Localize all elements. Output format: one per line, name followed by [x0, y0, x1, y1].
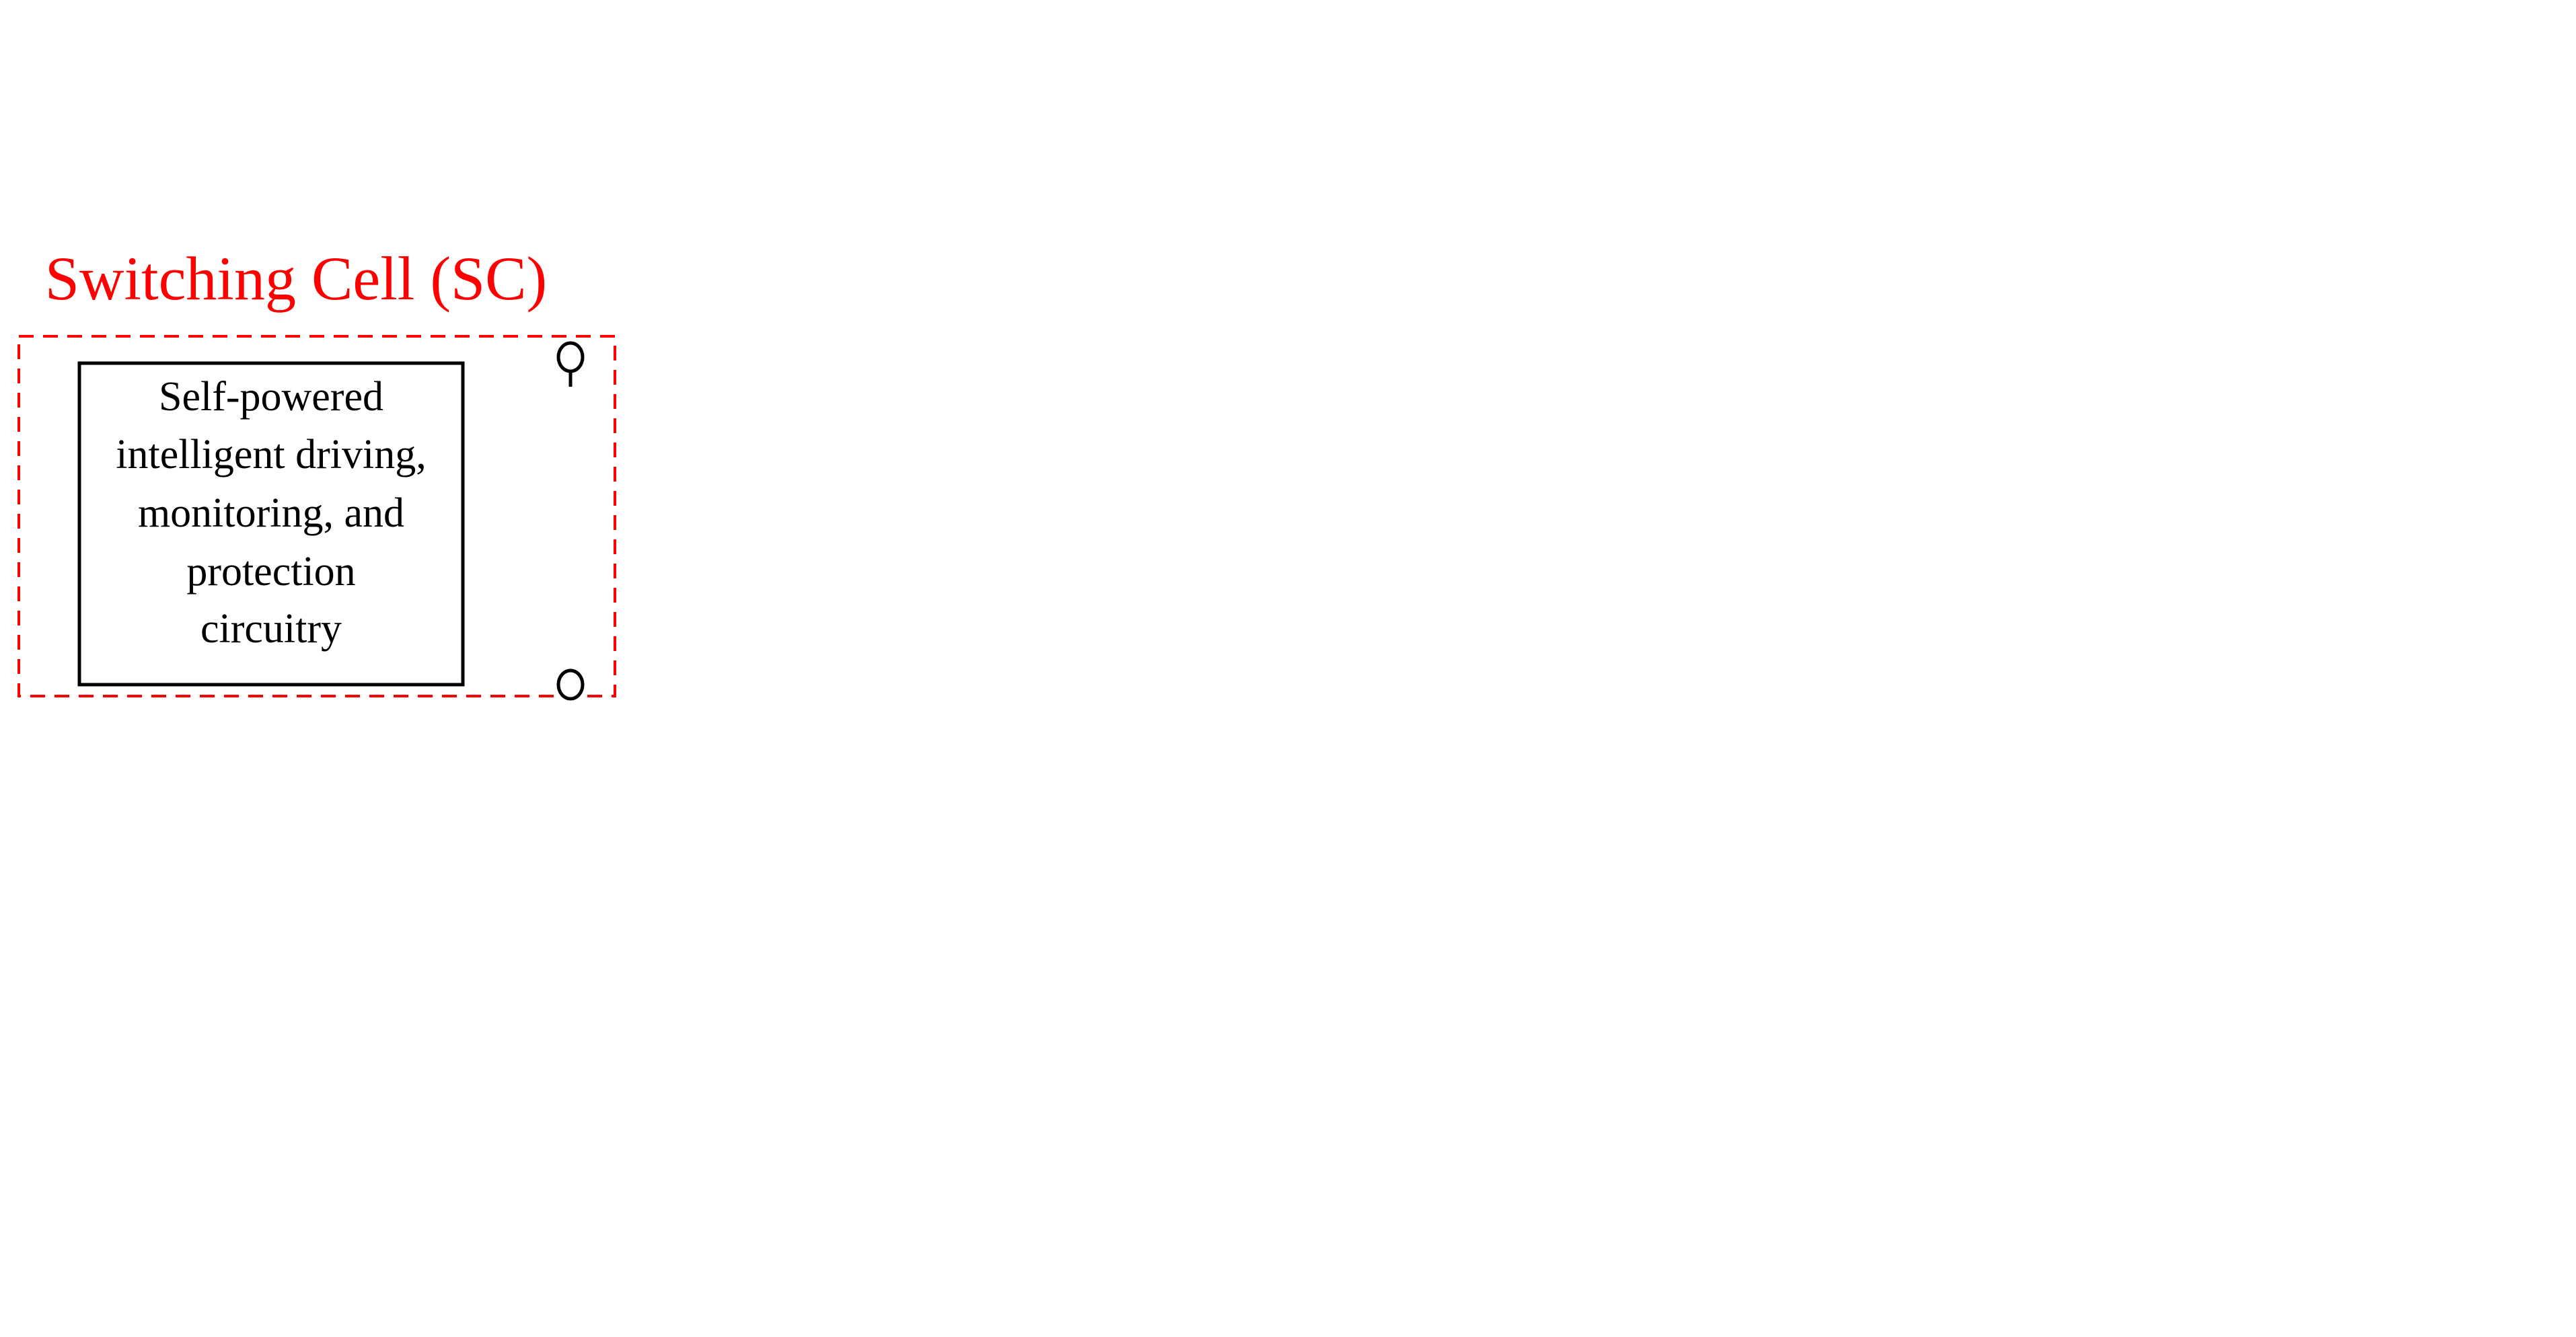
switching-cell-boundary: [17, 335, 616, 697]
switching-cell-title: Switching Cell (SC): [45, 244, 547, 313]
driver-text-line: protection: [186, 549, 355, 595]
bottom-terminal: [556, 668, 585, 701]
driver-text-line: Self-powered: [159, 374, 383, 420]
driver-circuitry-text: Self-powered intelligent driving, monito…: [116, 374, 427, 652]
mosfet-symbol: [463, 341, 585, 701]
driver-circuitry-box: [77, 361, 465, 687]
driver-text-line: circuitry: [200, 606, 342, 652]
top-terminal: [556, 341, 585, 373]
driver-text-line: intelligent driving,: [116, 432, 427, 478]
switching-cell-section: Switching Cell (SC) Self-powered intelli…: [17, 244, 616, 701]
driver-text-line: monitoring, and: [138, 490, 404, 536]
